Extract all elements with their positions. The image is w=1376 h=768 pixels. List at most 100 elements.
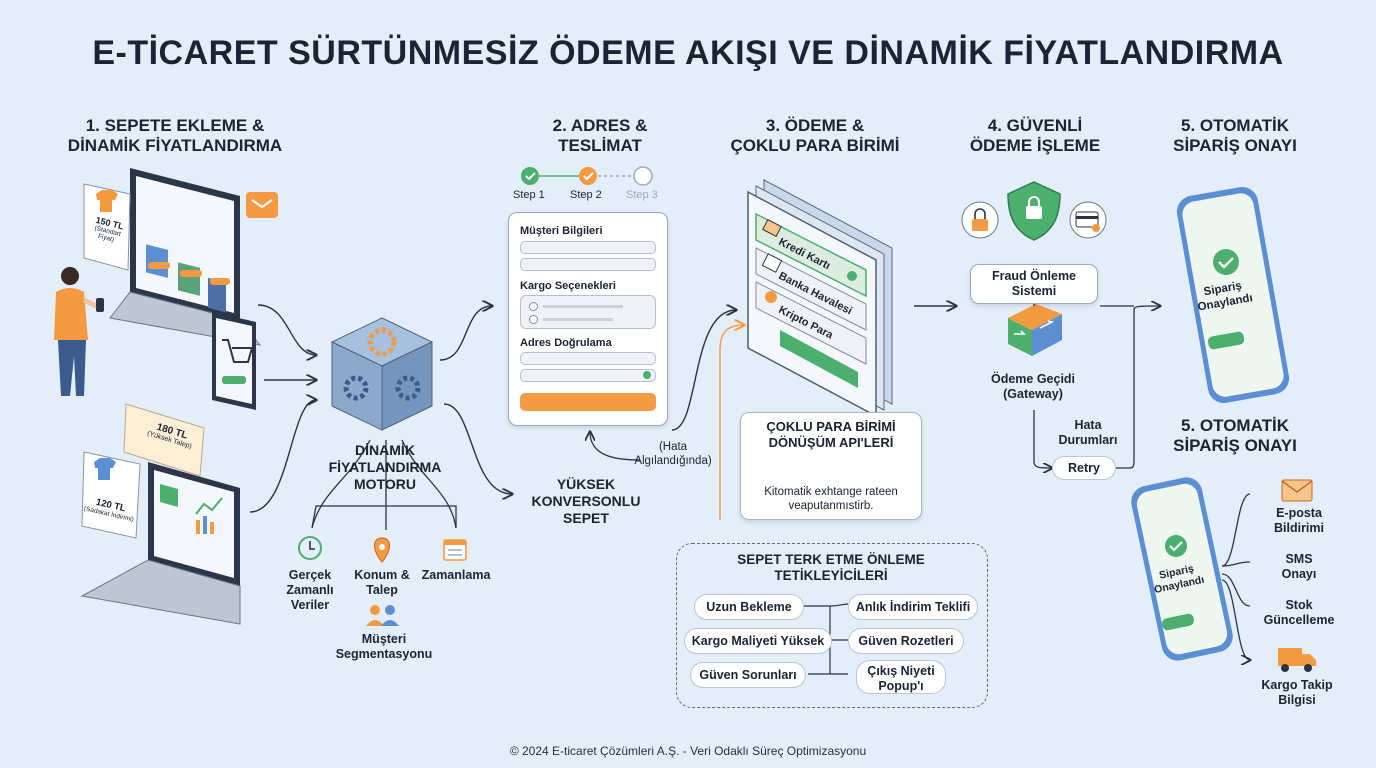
currency-api-text-line2: veaputanmıstirb. <box>788 500 874 512</box>
section2-title-line1: 2. ADRES & <box>552 116 648 135</box>
section5-title-line2: SİPARİŞ ONAYI <box>1173 136 1297 155</box>
error-states-line1: Hata <box>1074 418 1102 432</box>
trigger-trust-badges: Güven Rozetleri <box>848 628 964 654</box>
section4-title: 4. GÜVENLİ ÖDEME İŞLEME <box>940 116 1130 156</box>
section5-title-second: 5. OTOMATİK SİPARİŞ ONAYI <box>1150 416 1320 456</box>
output-tracking-line1: Kargo Takip <box>1261 678 1333 692</box>
conversion-label-line1: YÜKSEK <box>556 476 616 492</box>
shipping-radio-1[interactable] <box>529 302 538 311</box>
shield-icon <box>1007 181 1061 241</box>
section5-title2-line2: SİPARİŞ ONAYI <box>1173 436 1297 455</box>
section3-title: 3. ÖDEME & ÇOKLU PARA BİRİMİ <box>700 116 930 156</box>
trigger-exit-intent: Çıkış Niyeti Popup'ı <box>856 660 946 694</box>
output-email-line2: Bildirimi <box>1273 521 1324 535</box>
customer-name-field[interactable] <box>520 241 656 254</box>
shopper-figure <box>54 267 104 396</box>
stepper <box>521 166 653 186</box>
users-icon <box>366 605 399 626</box>
gateway-icon <box>1008 304 1062 356</box>
output-sms-line1: SMS <box>1285 552 1313 566</box>
fraud-prevention-line1: Fraud Önleme <box>991 269 1077 283</box>
section2-error-note: (Hata Algılandığında) <box>628 440 718 468</box>
currency-api-title: ÇOKLU PARA BİRİMİ DÖNÜŞÜM API'LERİ <box>741 419 921 451</box>
trigger-instant-discount: Anlık İndirim Teklifi <box>848 594 978 620</box>
calendar-icon <box>443 539 467 561</box>
abandonment-box <box>676 543 988 708</box>
card-check-icon <box>1069 201 1107 239</box>
section1-title-line2: DİNAMİK FİYATLANDIRMA <box>67 136 283 155</box>
address-field-2[interactable] <box>520 369 656 382</box>
shipping-option-1-text <box>543 305 623 308</box>
shipping-radio-2[interactable] <box>529 315 538 324</box>
section4-title-line1: 4. GÜVENLİ <box>987 116 1083 135</box>
abandonment-title: SEPET TERK ETME ÖNLEME TETİKLEYİCİLERİ <box>676 552 986 584</box>
shipping-option-2-text <box>543 318 613 321</box>
address-field-1[interactable] <box>520 352 656 365</box>
step-3-label: Step 3 <box>626 189 658 201</box>
clock-icon <box>298 536 322 560</box>
currency-api-card: ÇOKLU PARA BİRİMİ DÖNÜŞÜM API'LERİ Kitom… <box>740 412 922 520</box>
conversion-label: YÜKSEK KONVERSONLU SEPET <box>516 476 656 527</box>
output-stock-line1: Stok <box>1285 598 1313 612</box>
error-states-line2: Durumları <box>1058 433 1118 447</box>
section4-title-line2: ÖDEME İŞLEME <box>969 136 1101 155</box>
section2-title-line2: TESLİMAT <box>558 136 642 155</box>
engine-label-line2: FİYATLANDIRMA <box>328 459 442 475</box>
gateway-line1: Ödeme Geçidi <box>990 372 1076 386</box>
factor-timing: Zamanlama <box>421 568 491 582</box>
output-email: E-posta Bildirimi <box>1262 506 1336 536</box>
output-tracking-line2: Bilgisi <box>1278 693 1316 707</box>
section2-error-line1: (Hata <box>658 441 688 453</box>
section5-title2-line1: 5. OTOMATİK <box>1181 416 1289 435</box>
fraud-prevention-box: Fraud Önleme Sistemi <box>970 264 1098 304</box>
location-icon <box>374 537 390 563</box>
crypto-icon <box>765 291 777 303</box>
output-stock-line2: Güncelleme <box>1263 613 1335 627</box>
error-states-label: Hata Durumları <box>1052 418 1124 448</box>
truck-icon <box>1278 648 1316 672</box>
shipping-options-label: Kargo Seçenekleri <box>520 280 616 292</box>
section2-title: 2. ADRES & TESLİMAT <box>500 116 700 156</box>
engine-label-line3: MOTORU <box>354 476 416 492</box>
factor-location: Konum & Talep <box>354 568 410 597</box>
chat-icon <box>246 192 278 218</box>
laptop-illustration-bottom <box>80 462 241 625</box>
page-title: E-TİCARET SÜRTÜNMESİZ ÖDEME AKIŞI VE DİN… <box>92 34 1284 72</box>
section5-title-line1: 5. OTOMATİK <box>1181 116 1289 135</box>
price-tag-1 <box>83 183 131 271</box>
engine-label: DİNAMİK FİYATLANDIRMA MOTORU <box>310 442 460 493</box>
output-email-line1: E-posta <box>1276 506 1322 520</box>
output-tracking: Kargo Takip Bilgisi <box>1252 678 1342 708</box>
retry-button[interactable]: Retry <box>1052 456 1116 480</box>
section1-title-line1: 1. SEPETE EKLEME & <box>85 116 265 135</box>
email-icon <box>1281 479 1313 502</box>
section1-title: 1. SEPETE EKLEME & DİNAMİK FİYATLANDIRMA <box>40 116 310 156</box>
section2-error-line2: Algılandığında) <box>634 455 712 467</box>
step-2-label: Step 2 <box>570 189 602 201</box>
address-validation-label: Adres Doğrulama <box>520 337 612 349</box>
gateway-line2: (Gateway) <box>1003 387 1063 401</box>
price-tag-2 <box>123 403 205 477</box>
section5-title: 5. OTOMATİK SİPARİŞ ONAYI <box>1150 116 1320 156</box>
output-sms: SMS Onayı <box>1262 552 1336 582</box>
tablet-illustration <box>212 312 256 410</box>
customer-email-field[interactable] <box>520 258 656 271</box>
output-sms-line2: Onayı <box>1281 567 1317 581</box>
shipping-options-group[interactable] <box>520 295 656 329</box>
output-stock: Stok Güncelleme <box>1256 598 1342 628</box>
gateway-label: Ödeme Geçidi (Gateway) <box>970 372 1096 402</box>
fraud-prevention-label: Fraud Önleme Sistemi <box>971 269 1097 299</box>
phone-illustration-top <box>1176 187 1290 403</box>
payment-window <box>747 179 893 418</box>
abandonment-title-line2: TETİKLEYİCİLERİ <box>774 568 888 583</box>
conversion-label-line2: KONVERSONLU <box>531 493 641 509</box>
continue-button[interactable] <box>520 393 656 411</box>
pricing-engine-cube <box>330 317 434 431</box>
currency-api-title-line1: ÇOKLU PARA BİRİMİ <box>766 419 896 434</box>
step-1-label: Step 1 <box>513 189 545 201</box>
currency-api-text: Kitomatik exhtange rateen veaputanmıstir… <box>741 485 921 513</box>
cause-trust-issues: Güven Sorunları <box>690 662 806 688</box>
lock-icon <box>961 201 999 239</box>
checkout-form: Müşteri Bilgileri Kargo Seçenekleri Adre… <box>508 212 668 426</box>
